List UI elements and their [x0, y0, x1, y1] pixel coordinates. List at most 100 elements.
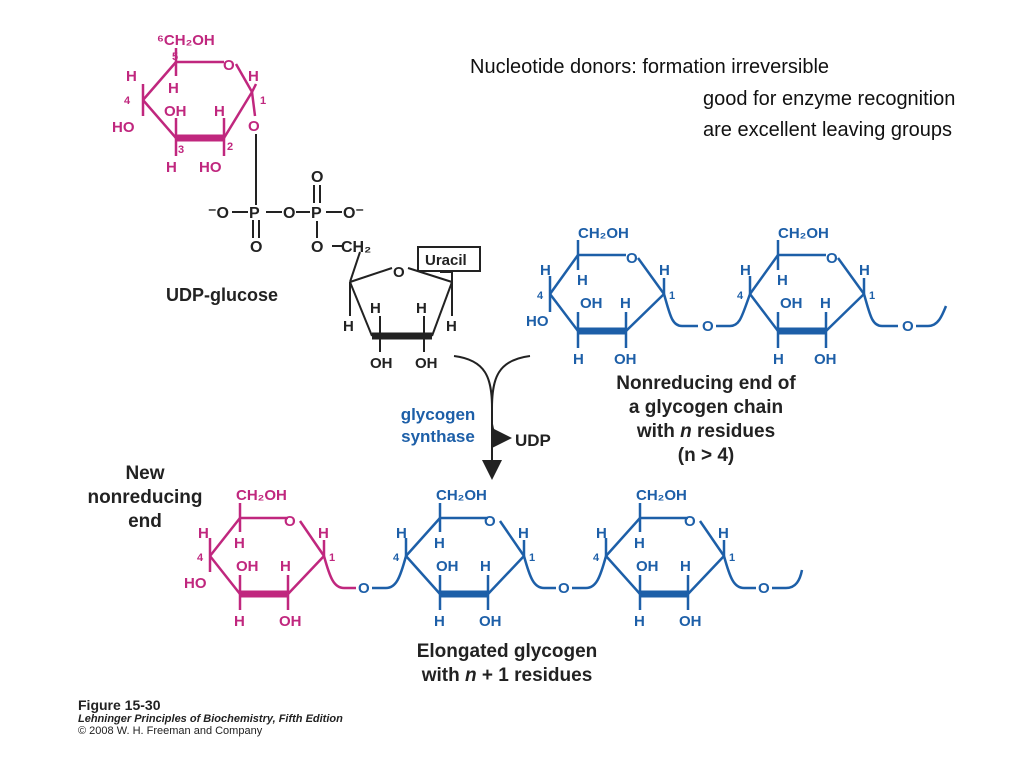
svg-text:H: H	[777, 272, 788, 289]
note-line-3: are excellent leaving groups	[703, 119, 953, 141]
new-end-line-1: New	[125, 463, 165, 484]
figure-copyright: © 2008 W. H. Freeman and Company	[78, 725, 263, 737]
svg-text:H: H	[740, 262, 751, 279]
figure-credit: Figure 15-30 Lehninger Principles of Bio…	[78, 697, 343, 737]
svg-text:5: 5	[172, 51, 178, 63]
svg-text:H: H	[343, 318, 354, 335]
svg-text:H: H	[773, 351, 784, 368]
figure-book: Lehninger Principles of Biochemistry, Fi…	[78, 713, 343, 725]
caption-line-3-n: n	[680, 421, 692, 442]
svg-text:O: O	[684, 513, 696, 530]
svg-text:4: 4	[124, 95, 131, 107]
svg-text:OH: OH	[814, 351, 837, 368]
bottom-chain-residue-2-labels: O CH₂OH O H H H 4 1 OH H H OH	[358, 487, 535, 630]
svg-text:O⁻: O⁻	[343, 205, 364, 222]
svg-text:4: 4	[197, 552, 204, 564]
udp-product-label: UDP	[515, 431, 551, 450]
svg-text:O: O	[250, 239, 262, 256]
svg-text:H: H	[620, 295, 631, 312]
svg-text:⁻O: ⁻O	[208, 205, 229, 222]
svg-text:O: O	[826, 250, 838, 267]
svg-text:H: H	[280, 558, 291, 575]
svg-text:1: 1	[729, 552, 735, 564]
svg-text:H: H	[480, 558, 491, 575]
svg-text:H: H	[718, 525, 729, 542]
svg-text:CH₂OH: CH₂OH	[436, 487, 487, 504]
svg-text:CH₂OH: CH₂OH	[778, 225, 829, 242]
top-chain-residue-1-labels: CH₂OH O H H H 4 1 OH H HO O H OH	[526, 225, 714, 368]
c6-ch2oh-label: ⁶CH₂OH	[157, 32, 215, 49]
caption-line-4: (n > 4)	[677, 445, 735, 466]
enzyme-label-line-1: glycogen	[400, 405, 476, 424]
svg-text:H: H	[416, 300, 427, 317]
svg-text:OH: OH	[679, 613, 702, 630]
svg-text:HO: HO	[199, 159, 222, 176]
svg-text:H: H	[680, 558, 691, 575]
bottom-chain-residue-2	[372, 503, 556, 610]
svg-text:H: H	[820, 295, 831, 312]
uracil-box	[417, 246, 481, 272]
svg-text:O: O	[223, 57, 235, 74]
svg-text:H: H	[168, 80, 179, 97]
svg-text:H: H	[234, 613, 245, 630]
udp-glucose-sugar-ring	[141, 48, 258, 156]
svg-text:OH: OH	[415, 355, 438, 372]
figure-title: Figure 15-30	[78, 697, 161, 713]
svg-text:O: O	[311, 169, 323, 186]
new-end-line-3: end	[128, 511, 162, 532]
svg-text:CH₂OH: CH₂OH	[636, 487, 687, 504]
svg-text:O: O	[558, 580, 570, 597]
svg-text:O: O	[902, 318, 914, 335]
svg-text:H: H	[573, 351, 584, 368]
nonreducing-end-caption: Nonreducing end of a glycogen chain with…	[586, 372, 826, 468]
note-line-2: good for enzyme recognition	[703, 88, 956, 110]
svg-text:O: O	[283, 205, 295, 222]
svg-text:1: 1	[669, 290, 675, 302]
svg-text:O: O	[358, 580, 370, 597]
svg-text:OH: OH	[580, 295, 603, 312]
svg-text:OH: OH	[436, 558, 459, 575]
svg-text:H: H	[248, 68, 259, 85]
svg-text:H: H	[318, 525, 329, 542]
svg-text:H: H	[370, 300, 381, 317]
svg-text:4: 4	[537, 290, 544, 302]
svg-text:2: 2	[227, 141, 233, 153]
elongated-glycogen-caption: Elongated glycogen with n + 1 residues	[372, 640, 642, 688]
svg-text:OH: OH	[614, 351, 637, 368]
elongated-line-2-n: n	[465, 665, 477, 686]
svg-text:H: H	[234, 535, 245, 552]
svg-text:3: 3	[178, 144, 184, 156]
svg-text:CH₂: CH₂	[341, 239, 371, 256]
svg-text:H: H	[396, 525, 407, 542]
svg-text:O: O	[626, 250, 638, 267]
svg-text:O: O	[702, 318, 714, 335]
svg-text:HO: HO	[184, 575, 207, 592]
svg-text:OH: OH	[279, 613, 302, 630]
new-end-line-2: nonreducing	[87, 487, 203, 508]
elongated-line-1: Elongated glycogen	[416, 641, 598, 662]
svg-text:O: O	[484, 513, 496, 530]
svg-text:H: H	[634, 535, 645, 552]
svg-text:1: 1	[329, 552, 335, 564]
new-nonreducing-end-label: New nonreducing end	[70, 462, 220, 534]
svg-text:4: 4	[393, 552, 400, 564]
svg-text:H: H	[518, 525, 529, 542]
svg-text:1: 1	[869, 290, 875, 302]
elongated-line-2-pre: with	[421, 665, 465, 686]
svg-text:O: O	[758, 580, 770, 597]
svg-text:H: H	[434, 613, 445, 630]
svg-text:HO: HO	[526, 313, 549, 330]
diphosphate-bonds	[232, 134, 361, 283]
top-chain-residue-2-labels: CH₂OH O H H H 4 1 OH H O H OH	[737, 225, 914, 368]
diphosphate-labels: ⁻O P O P O⁻ O O O CH₂	[208, 169, 371, 256]
top-chain-residue-2	[748, 240, 948, 348]
svg-text:OH: OH	[236, 558, 259, 575]
enzyme-label: glycogen synthase	[388, 404, 488, 448]
svg-text:P: P	[249, 205, 260, 222]
svg-text:H: H	[596, 525, 607, 542]
svg-text:OH: OH	[164, 103, 187, 120]
ribose-ring	[349, 267, 453, 352]
caption-line-1: Nonreducing end of	[616, 373, 796, 394]
uracil-label: Uracil	[425, 252, 467, 269]
